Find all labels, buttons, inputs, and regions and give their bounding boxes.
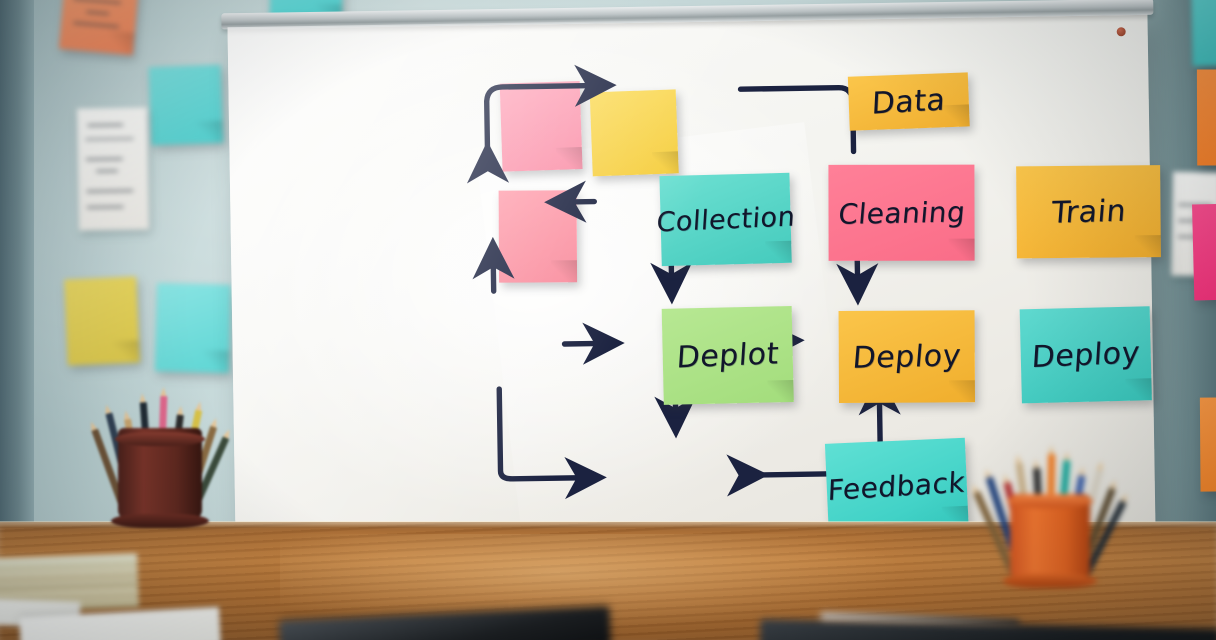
orange-note-right-bottom (1199, 396, 1216, 492)
note-curl (202, 350, 230, 373)
node-label-deploy-middle: Deploy (851, 337, 963, 376)
node-label-deploy-right: Deploy (1030, 335, 1141, 375)
node-label-data: Data (871, 82, 947, 122)
note-curl (550, 260, 578, 283)
paper-note-left (76, 107, 150, 231)
node-label-train: Train (1049, 193, 1128, 231)
note-curl (112, 340, 140, 364)
note-curl (1125, 378, 1152, 401)
handwriting-line (73, 0, 122, 4)
edge-deplot-feedback (496, 386, 607, 500)
note-curl (106, 30, 135, 56)
teal-note-wall-right (1191, 0, 1216, 67)
node-label-feedback: Feedback (827, 465, 967, 507)
note-curl (765, 240, 792, 264)
handwriting-line (85, 157, 123, 161)
node-label-deplot: Deplot (675, 335, 780, 376)
desk-front-edge (0, 521, 1216, 528)
pencil-cup-right (973, 453, 1127, 588)
edge-data-train (737, 84, 857, 155)
edge-deplot-deploy (561, 322, 625, 365)
note-curl (196, 120, 224, 144)
edge-deplot-collection (472, 236, 515, 294)
cup-body (1010, 494, 1090, 580)
note-curl (1134, 235, 1161, 258)
underline (85, 137, 134, 140)
note-curl (948, 238, 975, 261)
node-deploy-right[interactable]: Deploy (1019, 306, 1152, 404)
yellow-note-top-left (589, 89, 679, 177)
orange-note-right-top (1196, 69, 1216, 166)
node-feedback[interactable]: Feedback (824, 437, 969, 534)
node-label-cleaning: Cleaning (836, 194, 967, 231)
pin-icon (1116, 27, 1126, 37)
cup-base (111, 514, 209, 528)
node-cleaning[interactable]: Cleaning (828, 164, 975, 261)
node-deplot[interactable]: Deplot (661, 305, 794, 405)
note-curl (767, 379, 794, 403)
pink-note-top-left (499, 81, 583, 172)
handwriting-line (73, 21, 119, 28)
cup-rim (1007, 494, 1093, 508)
teal-note-wall-top-left (148, 64, 224, 146)
orange-note-wall-top-left (58, 0, 140, 56)
node-train[interactable]: Train (1016, 165, 1161, 259)
cup-rim (115, 432, 205, 446)
node-data[interactable]: Data (847, 72, 970, 131)
handwriting-line (96, 169, 119, 173)
handwriting-line (87, 123, 124, 127)
note-curl (948, 380, 976, 403)
handwriting-line (86, 189, 134, 193)
note-curl (942, 104, 970, 128)
pencil-cup-left (91, 395, 230, 528)
node-collection[interactable]: Collection (655, 172, 796, 267)
yellow-note-wall-left (64, 276, 140, 366)
note-curl (555, 147, 583, 170)
pink-note-left (498, 190, 578, 283)
node-label-collection: Collection (655, 200, 796, 239)
teal-note-wall-left (154, 283, 232, 373)
handwriting-line (86, 10, 110, 15)
cup-base (1003, 574, 1097, 588)
note-curl (651, 151, 679, 175)
handwriting-line (86, 205, 124, 209)
node-deploy-middle[interactable]: Deploy (838, 310, 976, 403)
magenta-note-right (1192, 202, 1216, 301)
